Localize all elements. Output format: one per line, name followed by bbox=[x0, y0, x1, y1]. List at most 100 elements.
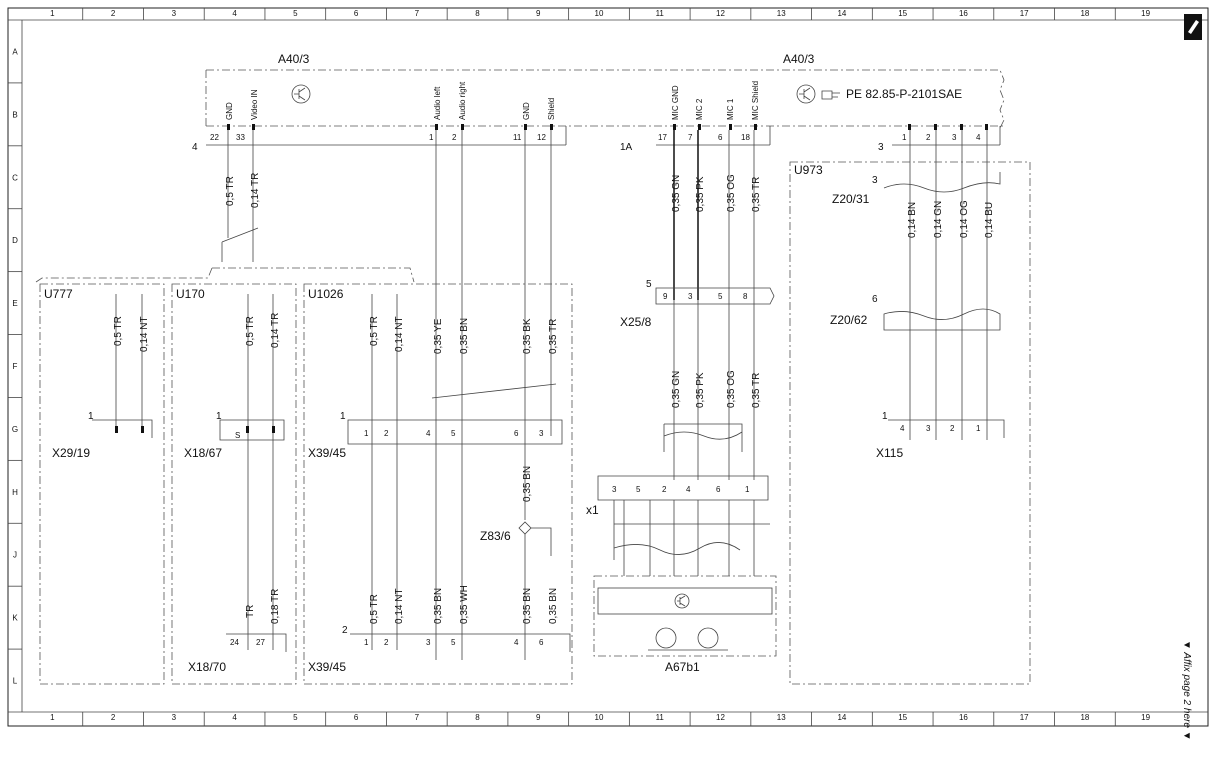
z20-31-shield bbox=[883, 172, 1001, 193]
column-label: 14 bbox=[837, 9, 846, 18]
x115-label: X115 bbox=[876, 446, 903, 460]
x115-pins: 4 3 2 1 bbox=[900, 424, 981, 433]
pin-number: 24 bbox=[230, 638, 239, 647]
shield-wave bbox=[663, 423, 743, 452]
wire-label: 0,35 GN bbox=[671, 175, 682, 212]
shield-wave bbox=[613, 542, 741, 555]
z83-6-label: Z83/6 bbox=[480, 529, 511, 543]
column-label: 4 bbox=[232, 713, 237, 722]
pin-marker bbox=[729, 124, 732, 130]
column-label: 6 bbox=[354, 9, 359, 18]
column-label: 15 bbox=[898, 9, 907, 18]
pin-number: 1 bbox=[745, 485, 750, 494]
wire bbox=[909, 130, 988, 440]
row-label: L bbox=[13, 677, 18, 686]
wire-label: 0,14 BU bbox=[984, 202, 995, 238]
column-label: 17 bbox=[1020, 713, 1029, 722]
wire-label: 0,35 OG bbox=[726, 174, 737, 212]
wire-label: 0,5 TR bbox=[113, 316, 124, 346]
connector-number: 2 bbox=[342, 625, 348, 636]
shield-line bbox=[431, 383, 557, 399]
wire bbox=[227, 130, 254, 238]
pin-label: Video IN bbox=[250, 89, 259, 120]
row-label: D bbox=[12, 236, 18, 245]
column-label: 2 bbox=[111, 713, 116, 722]
pin-number: 1 bbox=[429, 133, 434, 142]
pin-marker bbox=[227, 124, 230, 130]
pin-number: 6 bbox=[718, 133, 723, 142]
z20-62-label: Z20/62 bbox=[830, 313, 868, 327]
pin-number: 5 bbox=[718, 292, 723, 301]
pin-number: 6 bbox=[539, 638, 544, 647]
row-label: C bbox=[12, 173, 18, 182]
pin-label: MIC 1 bbox=[726, 98, 735, 120]
connector-number: 5 bbox=[646, 279, 652, 290]
wire-label: 0,35 OG bbox=[726, 370, 737, 408]
column-label: 15 bbox=[898, 713, 907, 722]
wire-label: 0,14 NT bbox=[139, 316, 150, 352]
pin-number: 2 bbox=[452, 133, 457, 142]
wire-label: 0,35 BN bbox=[522, 588, 533, 624]
u777-box bbox=[39, 283, 165, 685]
wire-label: 0,35 TR bbox=[548, 319, 559, 354]
pin-number: 18 bbox=[741, 133, 750, 142]
wire-lines bbox=[35, 130, 988, 660]
column-label: 13 bbox=[777, 9, 786, 18]
z20-62-shield bbox=[883, 308, 1001, 331]
drawing-frame bbox=[7, 7, 1209, 727]
column-label: 9 bbox=[536, 9, 541, 18]
u170-label: U170 bbox=[176, 287, 205, 301]
x39-45-label: X39/45 bbox=[308, 446, 346, 460]
pin-number: 6 bbox=[514, 429, 519, 438]
pin-number: 4 bbox=[514, 638, 519, 647]
wire-label: 0,14 NT bbox=[394, 316, 405, 352]
wire bbox=[613, 500, 770, 576]
pin-number: 2 bbox=[662, 485, 667, 494]
wire-label: 0,35 BN bbox=[548, 588, 559, 624]
column-label: 10 bbox=[595, 9, 604, 18]
u973-label: U973 bbox=[794, 163, 823, 177]
wire-label: 0,35 BN bbox=[459, 318, 470, 354]
affix-note: ▼ Affix page 2 here ▼ bbox=[1181, 640, 1192, 741]
pin-marker bbox=[272, 426, 275, 433]
pin-number: 4 bbox=[976, 133, 981, 142]
pin-label: GND bbox=[522, 102, 531, 120]
wire-label: 0,35 YE bbox=[433, 318, 444, 354]
x25-pins: 9 3 5 8 bbox=[663, 292, 748, 301]
top-pin-numbers: 22 33 1 2 11 12 17 7 6 18 1 2 3 4 bbox=[210, 133, 981, 142]
row-label: J bbox=[13, 551, 17, 560]
pin-number: 1 bbox=[364, 429, 369, 438]
transistor-icon bbox=[291, 84, 311, 104]
pin-number: 1 bbox=[976, 424, 981, 433]
column-label: 16 bbox=[959, 713, 968, 722]
pin-label: GND bbox=[225, 102, 234, 120]
pin-label: Shield bbox=[547, 98, 556, 120]
pin-number: 8 bbox=[743, 292, 748, 301]
wire-label: 0,14 NT bbox=[394, 588, 405, 624]
column-label: 4 bbox=[232, 9, 237, 18]
column-label: 11 bbox=[656, 713, 665, 722]
splice-icon bbox=[518, 521, 532, 535]
x39-45-bottom-label: X39/45 bbox=[308, 660, 346, 674]
u777-label: U777 bbox=[44, 287, 73, 301]
pin-number: 33 bbox=[236, 133, 245, 142]
column-label: 12 bbox=[716, 713, 725, 722]
pen-icon[interactable] bbox=[1184, 14, 1202, 40]
row-label: A bbox=[12, 47, 18, 56]
pin-marker bbox=[246, 426, 249, 433]
pin-label: MIC GND bbox=[671, 85, 680, 120]
x1-connector bbox=[597, 475, 769, 501]
pin-number: 3 bbox=[539, 429, 544, 438]
wire-label: 0,35 WH bbox=[459, 585, 470, 624]
pin-number: 9 bbox=[663, 292, 668, 301]
column-grid: 1122334455667788991010111112121313141415… bbox=[50, 8, 1151, 726]
wire bbox=[524, 527, 552, 660]
column-label: 3 bbox=[172, 713, 177, 722]
wire-label: 0,35 BN bbox=[433, 588, 444, 624]
column-label: 17 bbox=[1020, 9, 1029, 18]
connector-number: 4 bbox=[192, 142, 198, 153]
pin-number: 11 bbox=[513, 133, 522, 142]
x25-8-connector bbox=[655, 287, 775, 305]
pin-number: 5 bbox=[636, 485, 641, 494]
